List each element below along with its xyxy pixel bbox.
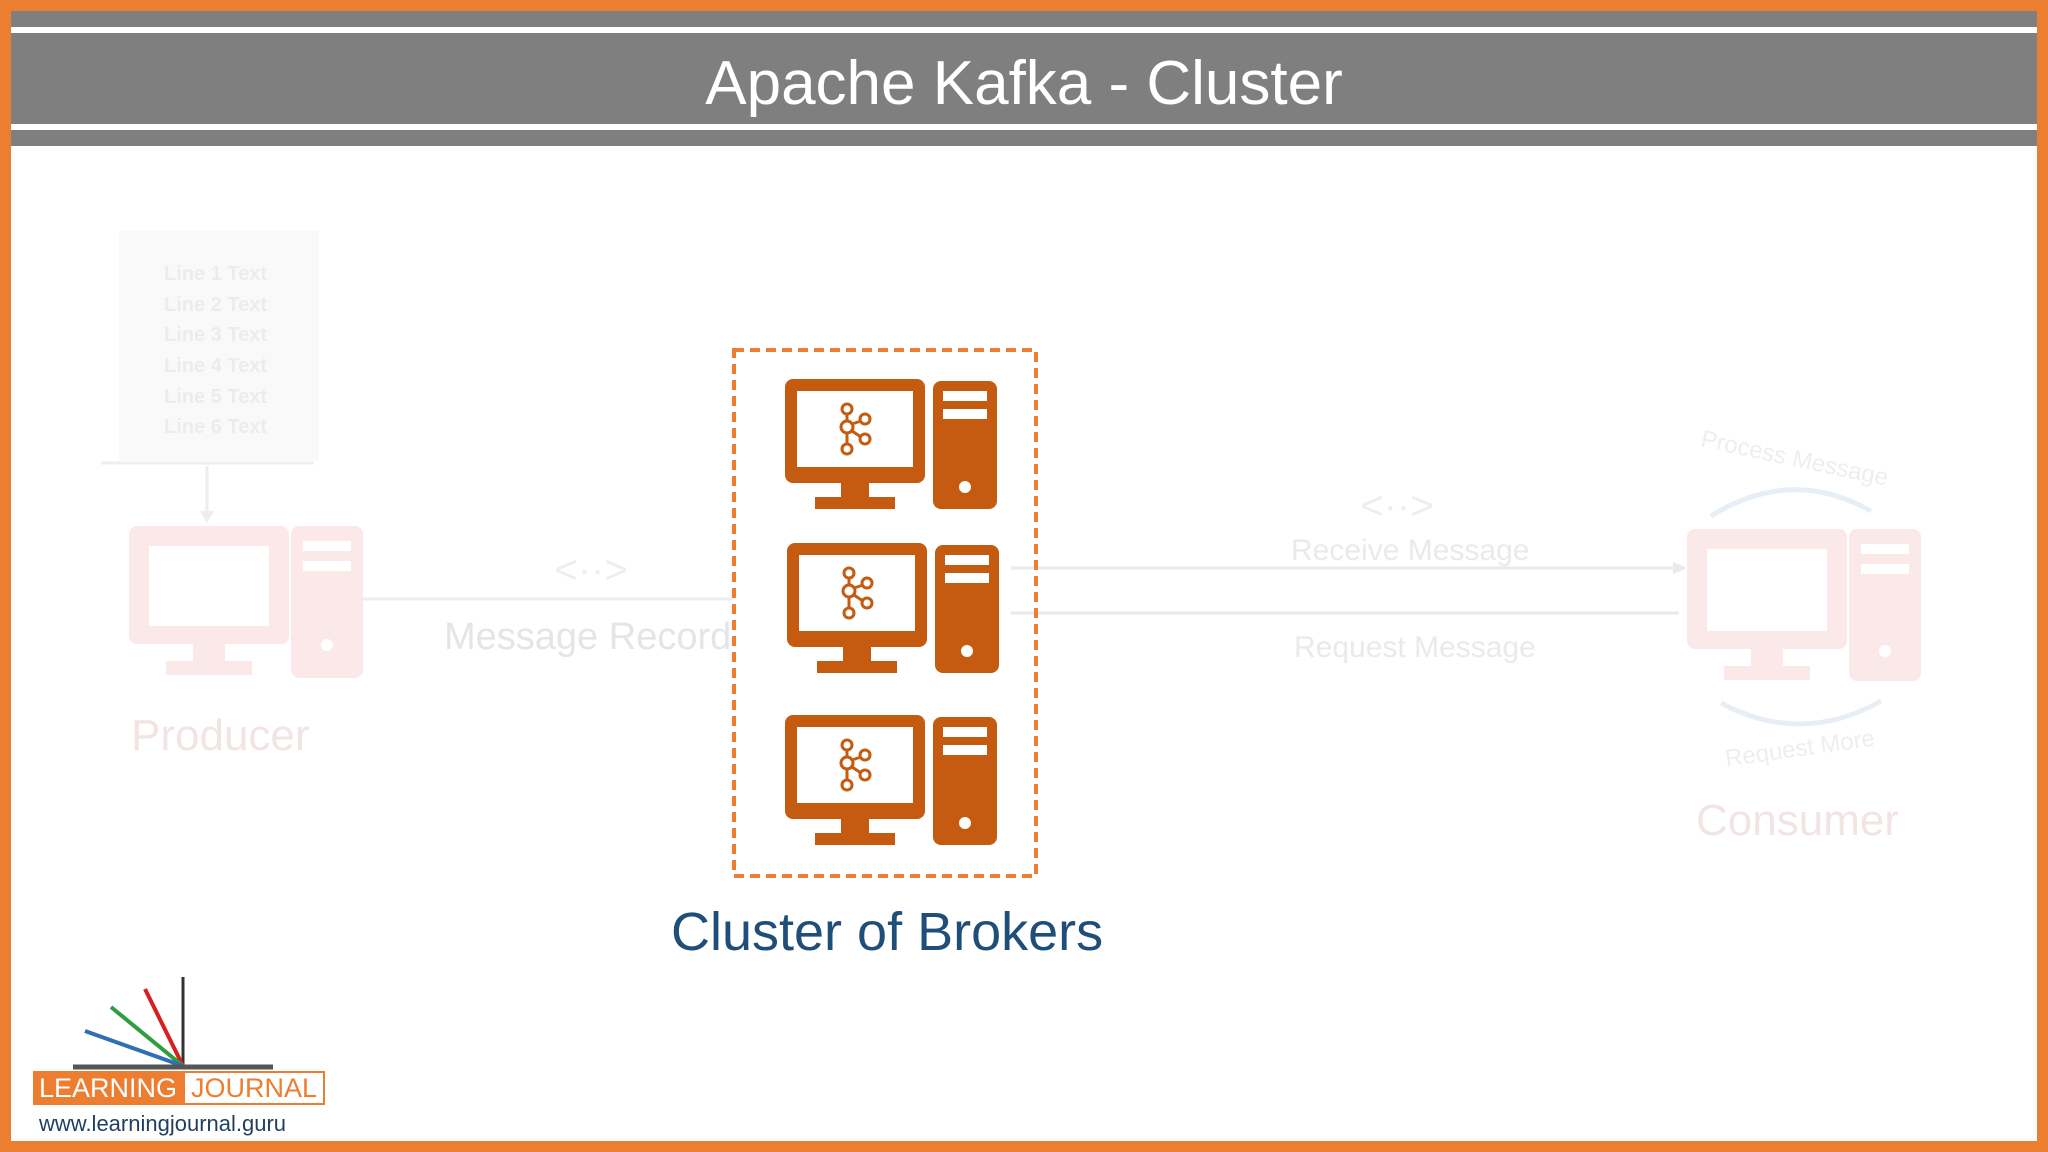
title-top-line <box>11 27 2037 33</box>
cluster-boundary <box>732 348 1038 878</box>
document-line: Line 6 Text <box>164 416 267 438</box>
broker-1-icon <box>783 377 999 511</box>
faded-diagram: <··> <··> Process Message Request More <box>101 426 1921 773</box>
document-line: Line 2 Text <box>164 294 267 316</box>
svg-text:<··>: <··> <box>1360 484 1433 528</box>
broker-cluster <box>732 348 1038 878</box>
logo-url: www.learningjournal.guru <box>39 1111 287 1136</box>
request-message-label: Request Message <box>1294 631 1536 664</box>
slide-title: Apache Kafka - Cluster <box>705 49 1343 118</box>
logo-text-learning: LEARNING <box>33 1071 184 1105</box>
document-line: Line 1 Text <box>164 263 267 285</box>
title-bottom-line <box>11 124 2037 130</box>
request-more-label: Request More <box>1723 725 1876 773</box>
broker-2-icon <box>785 541 1001 675</box>
producer-label: Producer <box>131 711 310 760</box>
message-record-label: Message Record <box>444 616 732 658</box>
document-line: Line 4 Text <box>164 355 267 377</box>
consumer-label: Consumer <box>1696 796 1899 845</box>
document-icon: Line 1 Text Line 2 Text Line 3 Text Line… <box>119 231 319 461</box>
svg-text:<··>: <··> <box>554 548 627 592</box>
logo-text-journal: JOURNAL <box>183 1071 326 1105</box>
cluster-label: Cluster of Brokers <box>671 902 1104 962</box>
document-line: Line 3 Text <box>164 324 267 346</box>
logo-icon <box>73 977 273 1070</box>
receive-message-label: Receive Message <box>1291 534 1530 567</box>
process-message-label: Process Message <box>1698 426 1890 492</box>
broker-3-icon <box>783 713 999 847</box>
title-bar: Apache Kafka - Cluster <box>11 11 2037 146</box>
document-line: Line 5 Text <box>164 386 267 408</box>
